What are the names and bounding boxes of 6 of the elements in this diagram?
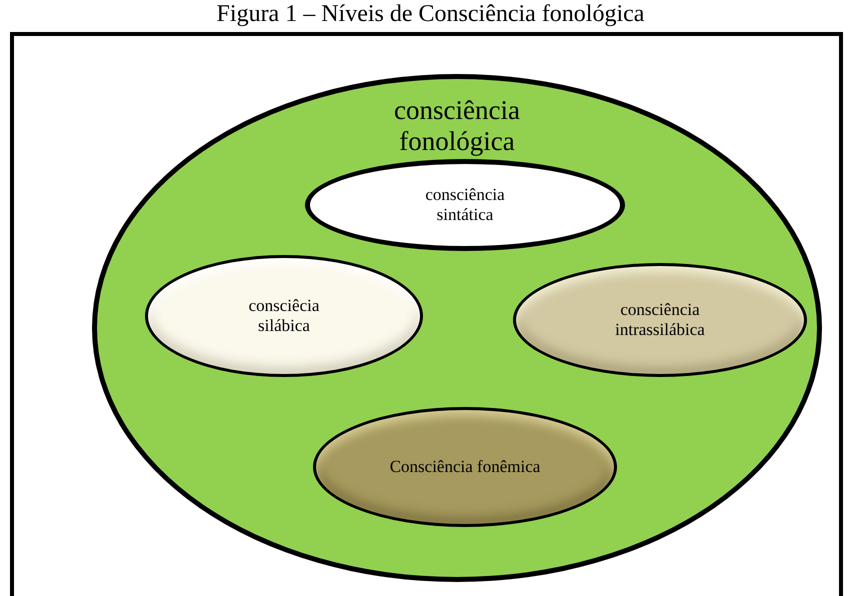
node-label: consciêcia silábica (248, 296, 320, 336)
figure-title: Figura 1 – Níveis de Consciência fonológica (216, 0, 646, 28)
node-label: Consciência fonêmica (390, 457, 540, 477)
node-label: consciência intrassilábica (614, 300, 706, 340)
node-label: consciência sintática (424, 185, 506, 225)
node-label: consciência fonológica (393, 95, 521, 157)
